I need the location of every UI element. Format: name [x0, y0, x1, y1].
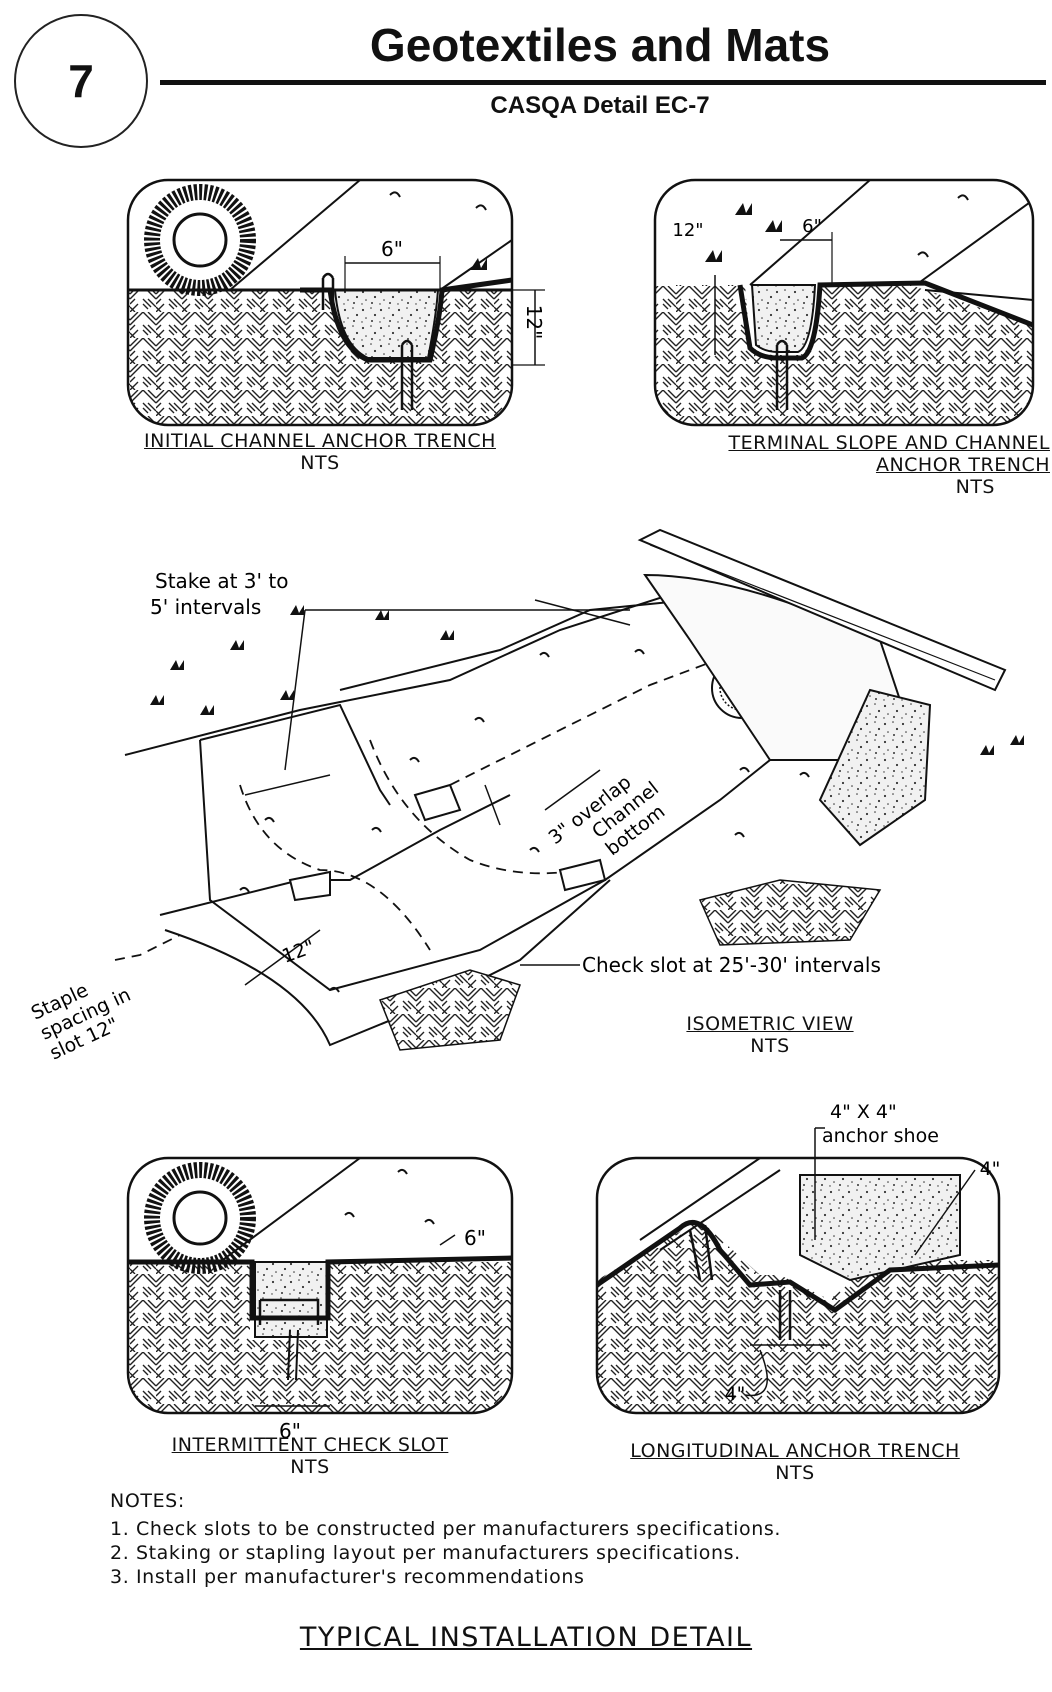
caption-initial-title: INITIAL CHANNEL ANCHOR TRENCH [144, 430, 496, 452]
iso-dim-12: 12" [279, 936, 317, 968]
caption-initial: INITIAL CHANNEL ANCHOR TRENCH NTS [90, 430, 550, 474]
caption-intermittent-title: INTERMITTENT CHECK SLOT [171, 1434, 449, 1456]
initial-dim-depth: 12" [522, 305, 546, 340]
caption-intermittent: INTERMITTENT CHECK SLOT NTS [120, 1434, 500, 1478]
title-rule [160, 80, 1046, 85]
notes-item-1: 1. Check slots to be constructed per man… [110, 1518, 782, 1540]
caption-longitudinal: LONGITUDINAL ANCHOR TRENCH NTS [575, 1440, 1015, 1484]
panel-isometric: Stake at 3' to 5' intervals 3" overlap C… [28, 528, 1024, 1064]
notes-item-2: 2. Staking or stapling layout per manufa… [110, 1542, 741, 1564]
caption-terminal-line2: ANCHOR TRENCH [875, 454, 1050, 476]
detail-number: 7 [68, 55, 94, 107]
intermittent-dim-bottom: 6" [279, 1419, 301, 1443]
terminal-dim-width: 6" [802, 216, 822, 237]
caption-longitudinal-scale: NTS [775, 1462, 815, 1484]
longitudinal-shoe-line2: anchor shoe [822, 1125, 939, 1147]
caption-isometric: ISOMETRIC VIEW NTS [640, 1013, 900, 1057]
footer-title: TYPICAL INSTALLATION DETAIL [299, 1622, 753, 1653]
panel-longitudinal-anchor-trench: 4" X 4" anchor shoe 4" 4" [595, 1101, 1001, 1415]
page-title: Geotextiles and Mats [369, 19, 831, 71]
caption-isometric-title: ISOMETRIC VIEW [686, 1013, 854, 1035]
caption-terminal-scale: NTS [955, 476, 995, 498]
panel-intermittent-check-slot: 6" 6" [126, 1156, 514, 1443]
intermittent-dim-top: 6" [464, 1226, 486, 1250]
notes-section: NOTES: 1. Check slots to be constructed … [110, 1490, 1040, 1588]
page-subtitle: CASQA Detail EC-7 [490, 92, 710, 119]
panel-initial-anchor-trench: 6" 12" [126, 178, 546, 427]
terminal-dim-depth: 12" [672, 220, 703, 241]
notes-heading: NOTES: [110, 1490, 185, 1512]
iso-stake-line2: 5' intervals [150, 595, 261, 619]
iso-check-slot: Check slot at 25'-30' intervals [582, 953, 881, 977]
iso-stake-line1: Stake at 3' to [155, 569, 288, 593]
longitudinal-dim-right: 4" [980, 1158, 1001, 1180]
caption-terminal-line1: TERMINAL SLOPE AND CHANNEL [728, 432, 1050, 454]
initial-dim-width: 6" [381, 237, 403, 261]
longitudinal-dim-bottom: 4" [725, 1383, 746, 1405]
caption-intermittent-scale: NTS [290, 1456, 330, 1478]
caption-isometric-scale: NTS [750, 1035, 790, 1057]
caption-longitudinal-title: LONGITUDINAL ANCHOR TRENCH [630, 1440, 960, 1462]
longitudinal-shoe-line1: 4" X 4" [830, 1101, 897, 1123]
caption-initial-scale: NTS [300, 452, 340, 474]
detail-number-badge: 7 [14, 14, 148, 148]
notes-item-3: 3. Install per manufacturer's recommenda… [110, 1566, 585, 1588]
panel-terminal-slope: 12" 6" [653, 178, 1035, 427]
caption-terminal: TERMINAL SLOPE AND CHANNEL ANCHOR TRENCH… [640, 432, 1050, 498]
